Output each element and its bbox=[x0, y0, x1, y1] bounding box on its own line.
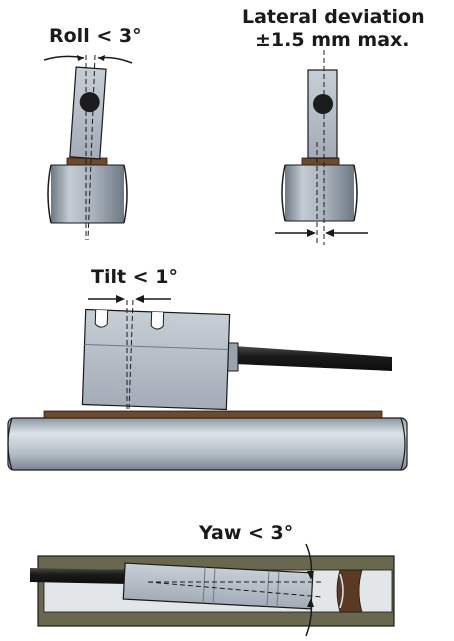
tilt-label: Tilt < 1° bbox=[91, 266, 178, 288]
roll-shaft bbox=[51, 165, 124, 223]
lateral-magnetic-tape bbox=[301, 157, 340, 166]
yaw-illustration bbox=[30, 543, 395, 637]
roll-sensor-body bbox=[69, 66, 107, 160]
yaw-cable bbox=[30, 568, 128, 584]
lateral-sensor-body bbox=[307, 69, 338, 159]
yaw-label: Yaw < 3° bbox=[199, 522, 294, 544]
lateral-deviation-value: ±1.5 mm max. bbox=[255, 29, 410, 51]
tilt-mount-slot-right bbox=[150, 311, 165, 330]
yaw-sensor-body bbox=[122, 562, 314, 610]
yaw-magnetic-tape bbox=[336, 569, 363, 613]
roll-label: Roll < 3° bbox=[49, 25, 142, 47]
tilt-mount-slot-left bbox=[94, 309, 109, 328]
tilt-cable bbox=[234, 346, 392, 371]
roll-illustration bbox=[43, 54, 133, 241]
lateral-deviation-label: Lateral deviation bbox=[242, 6, 425, 28]
lateral-illustration bbox=[275, 50, 368, 245]
roll-magnetic-tape bbox=[66, 157, 108, 166]
lateral-shaft bbox=[285, 165, 354, 221]
lateral-sensor-cable-end bbox=[313, 94, 333, 114]
tilt-illustration bbox=[7, 295, 408, 471]
tilt-magnetic-tape bbox=[43, 410, 383, 419]
tilt-shaft bbox=[7, 417, 408, 471]
roll-sensor-cable-end bbox=[79, 92, 100, 113]
